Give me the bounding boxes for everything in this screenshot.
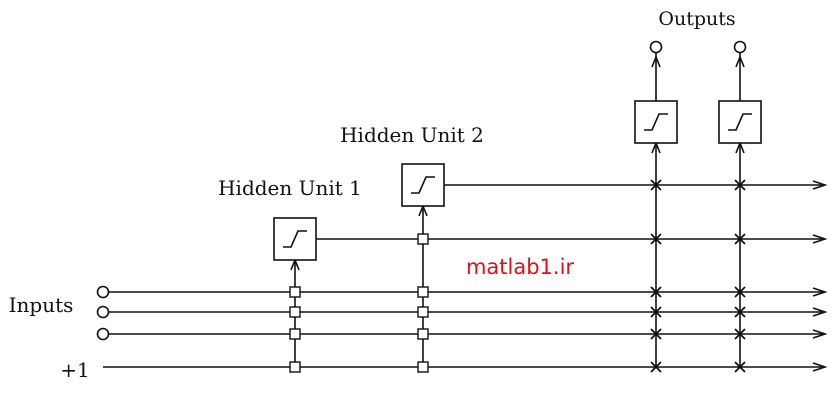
arrowhead-icon — [812, 307, 828, 317]
hidden-unit-2-box — [401, 163, 445, 207]
arrowhead-icon — [735, 54, 745, 68]
connection-marks — [96, 40, 828, 373]
hidden-unit-1-box — [273, 217, 317, 261]
small-square-icon — [417, 306, 429, 318]
cross-icon — [650, 361, 662, 373]
small-square-icon — [417, 233, 429, 245]
output-node-2 — [733, 40, 747, 54]
cross-icon — [650, 286, 662, 298]
input-node-2 — [96, 305, 110, 319]
cross-icon — [734, 361, 746, 373]
arrowhead-icon — [812, 362, 828, 372]
small-square-icon — [289, 306, 301, 318]
cross-icon — [734, 306, 746, 318]
cross-icon — [734, 233, 746, 245]
small-square-icon — [417, 328, 429, 340]
output-node-1 — [649, 40, 663, 54]
arrowhead-icon — [812, 329, 828, 339]
outputs-label: Outputs — [658, 8, 735, 30]
cross-icon — [734, 286, 746, 298]
arrowhead-icon — [651, 54, 661, 68]
cross-icon — [650, 306, 662, 318]
sigmoid-step-icon — [728, 113, 752, 131]
bias-label: +1 — [60, 358, 89, 382]
hidden-unit-1-label: Hidden Unit 1 — [218, 176, 362, 200]
connection-lines — [103, 53, 825, 368]
cross-icon — [650, 328, 662, 340]
sigmoid-step-icon — [644, 113, 668, 131]
units — [273, 100, 762, 261]
hidden-unit-2-label: Hidden Unit 2 — [340, 123, 484, 147]
output-unit-1-box — [634, 100, 678, 144]
small-square-icon — [289, 286, 301, 298]
small-square-icon — [289, 328, 301, 340]
cross-icon — [734, 328, 746, 340]
inputs-label: Inputs — [9, 293, 74, 317]
arrowhead-icon — [812, 287, 828, 297]
arrowhead-icon — [812, 180, 828, 190]
sigmoid-step-icon — [411, 176, 435, 194]
input-node-1 — [96, 285, 110, 299]
small-square-icon — [289, 361, 301, 373]
input-node-3 — [96, 327, 110, 341]
cross-icon — [650, 179, 662, 191]
small-square-icon — [417, 286, 429, 298]
watermark-text: matlab1.ir — [466, 255, 574, 279]
sigmoid-step-icon — [283, 230, 307, 248]
arrowhead-icon — [812, 234, 828, 244]
cross-icon — [734, 179, 746, 191]
cross-icon — [650, 233, 662, 245]
small-square-icon — [417, 361, 429, 373]
output-unit-2-box — [718, 100, 762, 144]
